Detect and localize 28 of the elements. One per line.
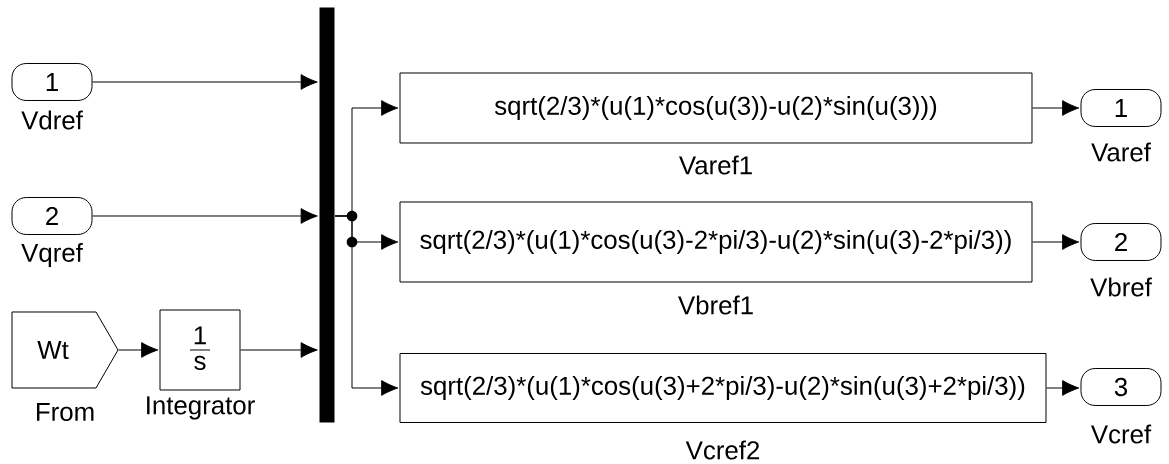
block-label: Varef xyxy=(1091,142,1151,162)
block-label: Vcref xyxy=(1090,424,1152,444)
arrow xyxy=(1032,100,1080,116)
block-label: Vbref xyxy=(1090,277,1152,297)
block-label: Vdref xyxy=(21,110,83,130)
block-label: Vcref2 xyxy=(685,440,760,460)
block-label: Integrator xyxy=(147,396,255,420)
integrator-block: 1 s xyxy=(159,309,241,391)
port-block: 1 xyxy=(1080,89,1162,127)
block-label: Varef1 xyxy=(679,155,752,175)
arrow xyxy=(1032,234,1080,250)
arrow xyxy=(118,342,159,358)
arrow xyxy=(1046,380,1080,396)
arrow xyxy=(92,74,318,90)
arrow xyxy=(240,342,318,358)
block-label: From xyxy=(37,403,94,421)
from-block: Wt xyxy=(11,311,119,389)
arrow xyxy=(334,215,399,396)
port-block: 1 xyxy=(11,63,93,101)
block-label: Vbref1 xyxy=(678,295,753,315)
arrow xyxy=(92,208,318,224)
block-label: Vqref xyxy=(21,242,83,267)
function-block: sqrt(2/3)*(u(1)*cos(u(3)-2*pi/3)-u(2)*sin(u(3)-2*pi/3)) xyxy=(399,201,1033,283)
port-block: 2 xyxy=(1080,223,1162,261)
function-block: sqrt(2/3)*(u(1)*cos(u(3)+2*pi/3)-u(2)*sin(u(3)+2*pi/3)) xyxy=(399,353,1047,423)
function-block: sqrt(2/3)*(u(1)*cos(u(3))-u(2)*sin(u(3))) xyxy=(399,72,1033,144)
port-block: 2 xyxy=(11,197,93,235)
port-block: 3 xyxy=(1080,368,1162,406)
